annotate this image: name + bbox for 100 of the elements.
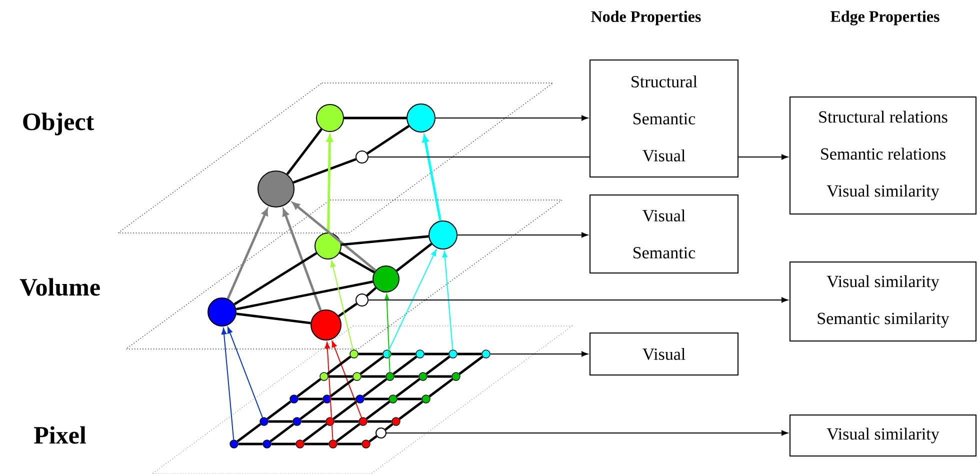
arrow: [435, 115, 588, 121]
connector-line: [394, 375, 419, 378]
pixel-dot: [386, 372, 394, 381]
pixel-dot: [422, 394, 430, 404]
connector-line: [236, 312, 311, 324]
connector-line: [384, 423, 394, 431]
pixel-dot: [362, 440, 370, 448]
pixel-dot: [230, 440, 238, 448]
connector-line: [266, 400, 292, 420]
arrow: [384, 294, 390, 373]
connector-line: [271, 442, 296, 446]
connector-line: [286, 128, 322, 175]
edge-marker-circle: [376, 428, 386, 438]
connector-line: [301, 420, 326, 423]
connector-line: [326, 356, 352, 375]
connector-line: [332, 400, 358, 420]
connector-line: [391, 352, 416, 356]
pixel-dot: [482, 350, 490, 358]
property-box: Visual similarity Semantic similarity: [790, 262, 976, 342]
arrow: [332, 340, 362, 418]
pixel-dot: [448, 350, 458, 358]
connector-line: [238, 442, 263, 446]
connector-line: [270, 423, 294, 442]
node-circle: [314, 232, 342, 260]
arrow: [490, 351, 588, 357]
arrow: [442, 251, 454, 350]
pixel-dot: [352, 372, 362, 381]
connector-line: [397, 398, 422, 400]
arrow: [221, 328, 234, 440]
connector-line: [396, 378, 420, 398]
connector-line: [298, 398, 323, 400]
arrow: [368, 297, 788, 303]
pixel-dot: [356, 394, 364, 404]
level-label: Object: [23, 112, 94, 136]
edge-marker-circle: [356, 294, 368, 306]
connector-line: [344, 116, 406, 120]
pixel-dot: [452, 372, 460, 381]
connector-line: [368, 156, 590, 158]
connector-line: [428, 378, 454, 398]
connector-line: [339, 252, 375, 274]
level-label: Volume: [20, 278, 100, 296]
pixel-dot: [260, 417, 268, 426]
arrow: [227, 326, 263, 418]
connector-line: [338, 302, 358, 318]
connector-line: [398, 400, 424, 420]
node-circle: [310, 310, 342, 340]
arrow: [422, 135, 442, 221]
node-circle: [316, 104, 344, 132]
arrow: [282, 209, 322, 311]
pixel-dot: [418, 372, 428, 381]
arrow: [738, 154, 788, 160]
pixel-dot: [292, 417, 302, 426]
connector-line: [302, 423, 328, 442]
connector-line: [236, 423, 262, 442]
connector-line: [268, 420, 293, 423]
connector-line: [341, 235, 429, 246]
arrow: [292, 202, 376, 272]
property-box: Visual: [590, 332, 738, 376]
connector-line: [331, 398, 356, 400]
pixel-dot: [350, 350, 358, 358]
connector-line: [337, 442, 362, 446]
arrow: [388, 249, 436, 351]
connector-line: [334, 420, 359, 423]
connector-line: [336, 423, 360, 442]
arrow: [226, 208, 268, 300]
node-circle: [372, 266, 400, 292]
pixel-dot: [296, 440, 304, 448]
pixel-dot: [388, 394, 398, 404]
pixel-dot: [262, 440, 272, 448]
pixel-dot: [416, 350, 424, 358]
pixel-dot: [290, 394, 298, 404]
connector-line: [364, 398, 389, 400]
connector-line: [358, 352, 383, 356]
arrow: [324, 342, 334, 440]
column-heading: Edge Properties: [830, 10, 940, 26]
connector-line: [366, 125, 410, 154]
pixel-dot: [322, 394, 332, 404]
connector-line: [234, 252, 318, 306]
pixel-dot: [392, 417, 400, 426]
connector-line: [366, 400, 390, 420]
level-label: Pixel: [34, 426, 86, 444]
pixel-dot: [358, 417, 368, 426]
property-box: Visual Semantic: [590, 194, 738, 274]
arrow: [457, 232, 588, 238]
connector-line: [458, 356, 484, 375]
node-circle: [258, 170, 294, 208]
connector-line: [427, 375, 452, 378]
connector-line: [392, 356, 418, 375]
connector-line: [328, 375, 353, 378]
connector-line: [304, 442, 329, 446]
pixel-dot: [326, 417, 334, 426]
property-box: Structural Semantic Visual: [590, 60, 738, 178]
connector-line: [292, 158, 356, 184]
connector-line: [296, 378, 322, 398]
node-circle: [428, 220, 458, 250]
connector-line: [300, 400, 324, 420]
connector-line: [424, 352, 449, 356]
connector-line: [362, 378, 388, 398]
arrow: [386, 430, 788, 436]
connector-line: [426, 356, 450, 375]
